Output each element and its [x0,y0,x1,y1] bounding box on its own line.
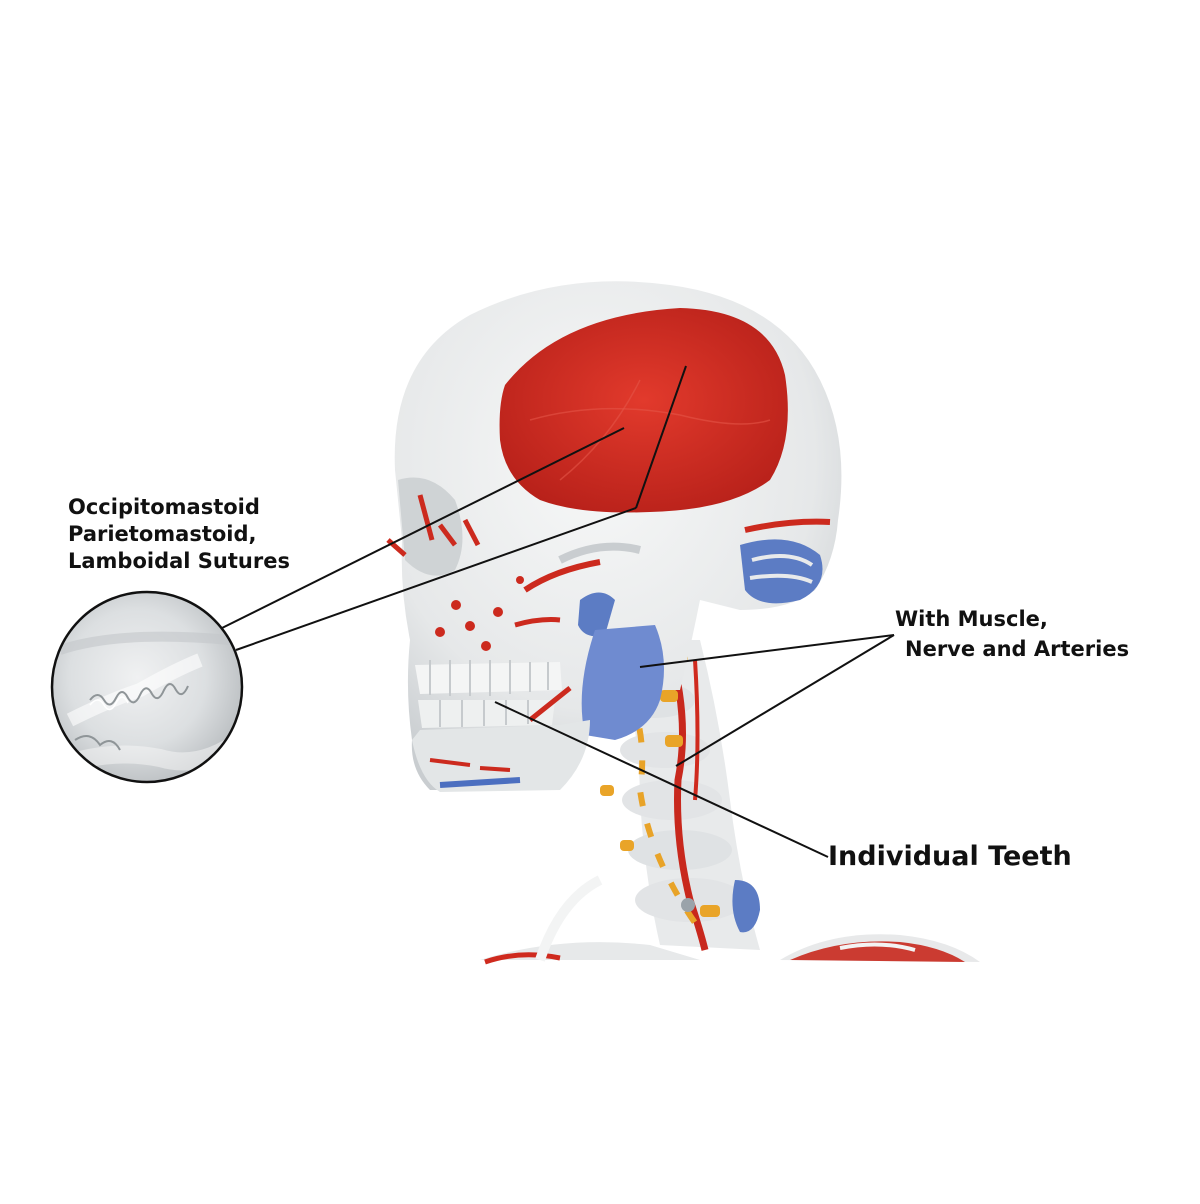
callout-individual-teeth: Individual Teeth [828,841,1072,873]
shoulder-girdle [480,934,980,965]
cranium [386,281,842,792]
teeth [415,660,562,728]
callout-muscle-line-1: With Muscle, [895,607,1048,631]
leader-line-muscle-1 [639,634,895,668]
suture-zoom-inset [50,590,244,784]
callout-sutures: Occipitomastoid Parietomastoid, Lamboida… [68,494,290,575]
leader-line-sutures-1 [221,427,625,629]
leader-line-teeth [494,701,829,858]
callout-sutures-line-2: Parietomastoid, [68,522,257,546]
leader-line-sutures-3 [635,365,687,509]
leader-lines [221,365,895,858]
leader-line-muscle-2 [675,634,895,767]
callout-sutures-line-1: Occipitomastoid [68,495,260,519]
masseter-region [581,625,664,740]
callout-teeth-line-1: Individual Teeth [828,841,1072,872]
callout-muscle-line-2: Nerve and Arteries [905,637,1130,661]
callout-sutures-line-3: Lamboidal Sutures [68,549,290,573]
callout-muscle-nerve-arteries: With Muscle, Nerve and Arteries [895,604,1129,664]
leader-line-sutures-2 [235,507,637,651]
